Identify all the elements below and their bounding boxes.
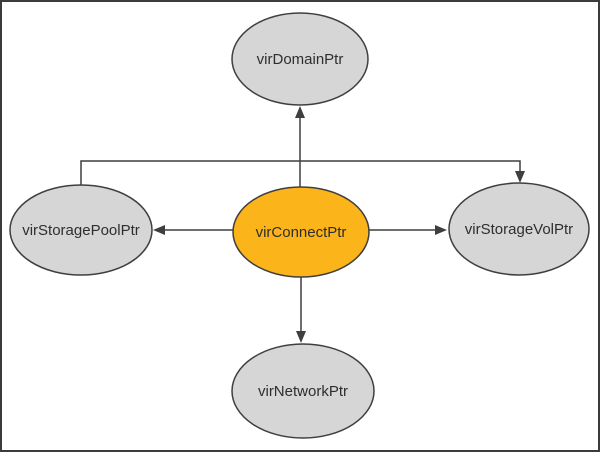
node-virconnectptr-shape [232,186,370,278]
node-virconnectptr-label: virConnectPtr [256,224,347,241]
node-virstoragepoolptr-shape [9,184,153,276]
node-virnetworkptr-label: virNetworkPtr [258,383,348,400]
node-virstoragevolptr-label: virStorageVolPtr [465,221,573,238]
node-virstoragevolptr-shape [448,182,590,276]
node-virstoragepoolptr-label: virStoragePoolPtr [22,222,140,239]
node-virnetworkptr: virNetworkPtr [231,343,375,439]
arrowhead-left-storagepool-icon [153,225,165,235]
node-virstoragevolptr: virStorageVolPtr [448,182,590,276]
arrowhead-up-domain-icon [295,106,305,118]
node-virstoragepoolptr: virStoragePoolPtr [9,184,153,276]
node-virdomainptr-shape [231,12,369,106]
node-virdomainptr: virDomainPtr [231,12,369,106]
node-virnetworkptr-shape [231,343,375,439]
node-virdomainptr-label: virDomainPtr [257,51,344,68]
node-virconnectptr: virConnectPtr [232,186,370,278]
arrowhead-right-storagevol-icon [435,225,447,235]
arrowhead-down-storagevol-icon [515,171,525,183]
arrowhead-down-network-icon [296,331,306,343]
